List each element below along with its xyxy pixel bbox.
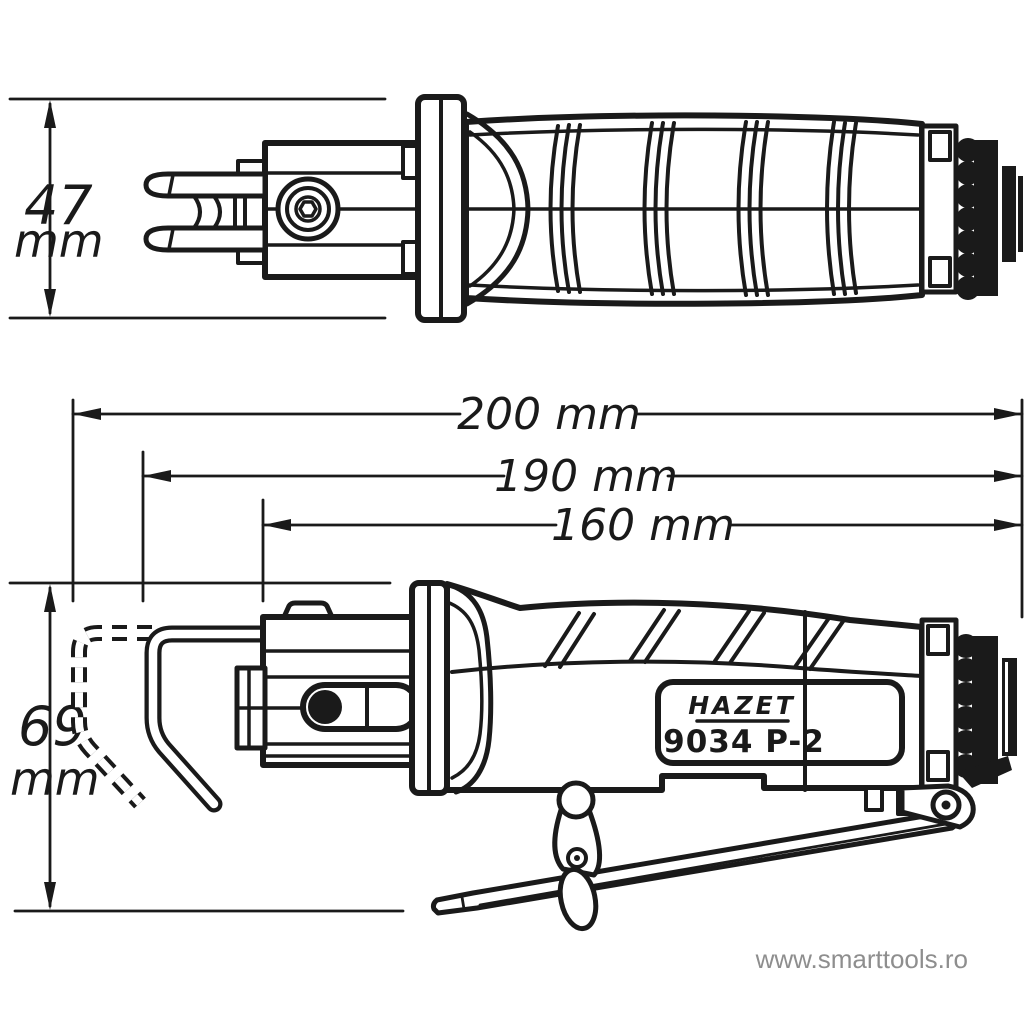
arrowhead-right-icon [994,408,1022,420]
arrowhead-up-icon [44,100,56,128]
knurl-teeth [956,138,998,300]
housing-step [864,786,884,812]
blade-guard [144,625,277,813]
dim-47-unit: mm [14,214,104,268]
brand-label: HAZET 9034 P-2 [655,610,905,792]
dim-190-label: 190 mm [494,451,678,502]
ridge-line [450,659,924,678]
grip-ribs-side [543,608,846,671]
dimension-length-160: 160 mm [261,500,1024,551]
dim-200-label: 200 mm [457,389,641,440]
dim-69-unit: mm [10,752,100,806]
arrowhead-right-icon [994,470,1022,482]
length-dimensions: 200 mm 190 mm 160 mm [71,389,1024,619]
neck-curve [444,581,494,795]
latch-foot [557,866,599,932]
arrowhead-up-icon [44,584,56,612]
head-top-boss [281,600,335,620]
side-view: HAZET 9034 P-2 [71,580,1017,932]
dimension-height-69: 69 mm [8,581,405,913]
clamp-pin [308,690,342,724]
watermark: www.smarttools.ro [755,944,968,974]
top-view [143,94,1023,323]
arrowhead-right-icon [994,519,1022,531]
rear-cap-top [919,123,1023,300]
throttle-lever [430,783,976,916]
arrowhead-left-icon [143,470,171,482]
dim-47-value: 47 [24,174,93,237]
rear-cap-side [919,617,1017,791]
lever-bar [430,809,959,916]
neck-curve-inner [445,600,484,780]
arrowhead-down-icon [44,882,56,910]
model-text: 9034 P-2 [663,724,825,760]
body-inner-line [468,283,920,293]
rear-wedge [958,756,1012,788]
blade-holder-fork [143,171,268,253]
latch-plate [552,807,603,878]
arrowhead-down-icon [44,289,56,317]
dimension-length-200: 200 mm [71,389,1024,440]
safety-latch [552,780,603,932]
side-view-head [234,600,423,768]
arrowhead-left-icon [73,408,101,420]
brand-text: HAZET [688,691,796,720]
dim-160-label: 160 mm [551,500,735,551]
body-inner-line [468,127,920,137]
dimension-height-47: 47 mm [8,97,387,320]
clamp-bolt [275,176,341,242]
arrowhead-left-icon [263,519,291,531]
latch-knob [556,780,596,820]
dimension-length-190: 190 mm [141,451,1024,502]
blade-guard-phantom [71,625,152,809]
